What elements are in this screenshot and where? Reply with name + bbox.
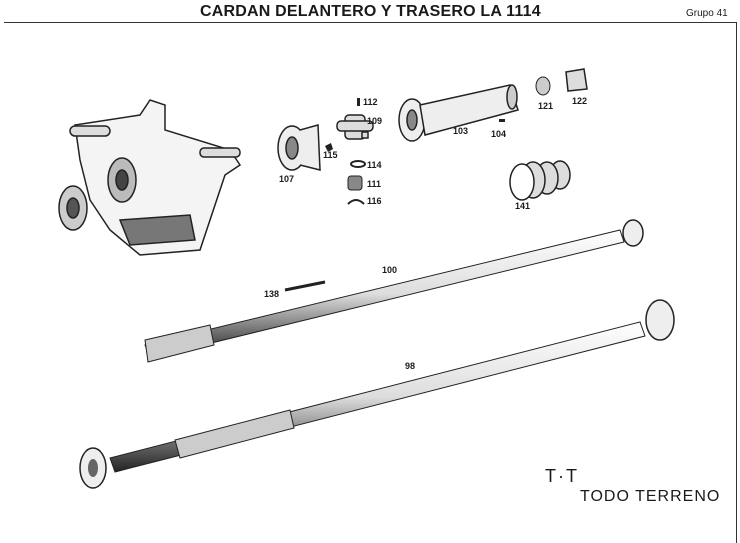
part-label-103: 103	[453, 126, 469, 136]
diagram-frame	[4, 22, 737, 543]
part-115	[325, 143, 333, 152]
group-label: Grupo 41	[686, 8, 728, 19]
shaft-100	[144, 219, 644, 363]
part-label-104: 104	[491, 129, 507, 139]
flange-yoke-107	[277, 124, 321, 171]
boot-141	[509, 160, 571, 201]
part-label-121: 121	[538, 101, 554, 111]
part-122	[565, 68, 588, 92]
part-112	[357, 98, 360, 106]
shaft-98	[79, 299, 675, 489]
transfer-case	[58, 99, 242, 256]
part-label-138: 138	[264, 289, 280, 299]
part-label-100: 100	[382, 265, 398, 275]
part-104	[499, 119, 505, 122]
part-label-115: 115	[323, 150, 338, 160]
part-label-111: 111	[367, 179, 382, 189]
variant-label: TODO TERRENO	[580, 488, 721, 505]
part-label-98: 98	[405, 361, 416, 371]
part-label-116: 116	[367, 196, 382, 206]
part-114	[350, 160, 366, 168]
part-label-109: 109	[367, 116, 383, 126]
key-138	[284, 280, 326, 292]
part-121	[535, 76, 551, 96]
spider-109	[336, 114, 374, 140]
page-title: CARDAN DELANTERO Y TRASERO LA 1114	[200, 3, 541, 20]
part-label-122: 122	[572, 96, 588, 106]
part-label-112: 112	[363, 97, 378, 107]
slip-yoke-103	[398, 84, 519, 142]
part-111	[347, 175, 363, 191]
part-label-114: 114	[367, 160, 382, 170]
part-label-141: 141	[515, 201, 531, 211]
part-116	[347, 199, 365, 205]
variant-code: T·T	[545, 466, 579, 486]
part-label-107: 107	[279, 174, 295, 184]
